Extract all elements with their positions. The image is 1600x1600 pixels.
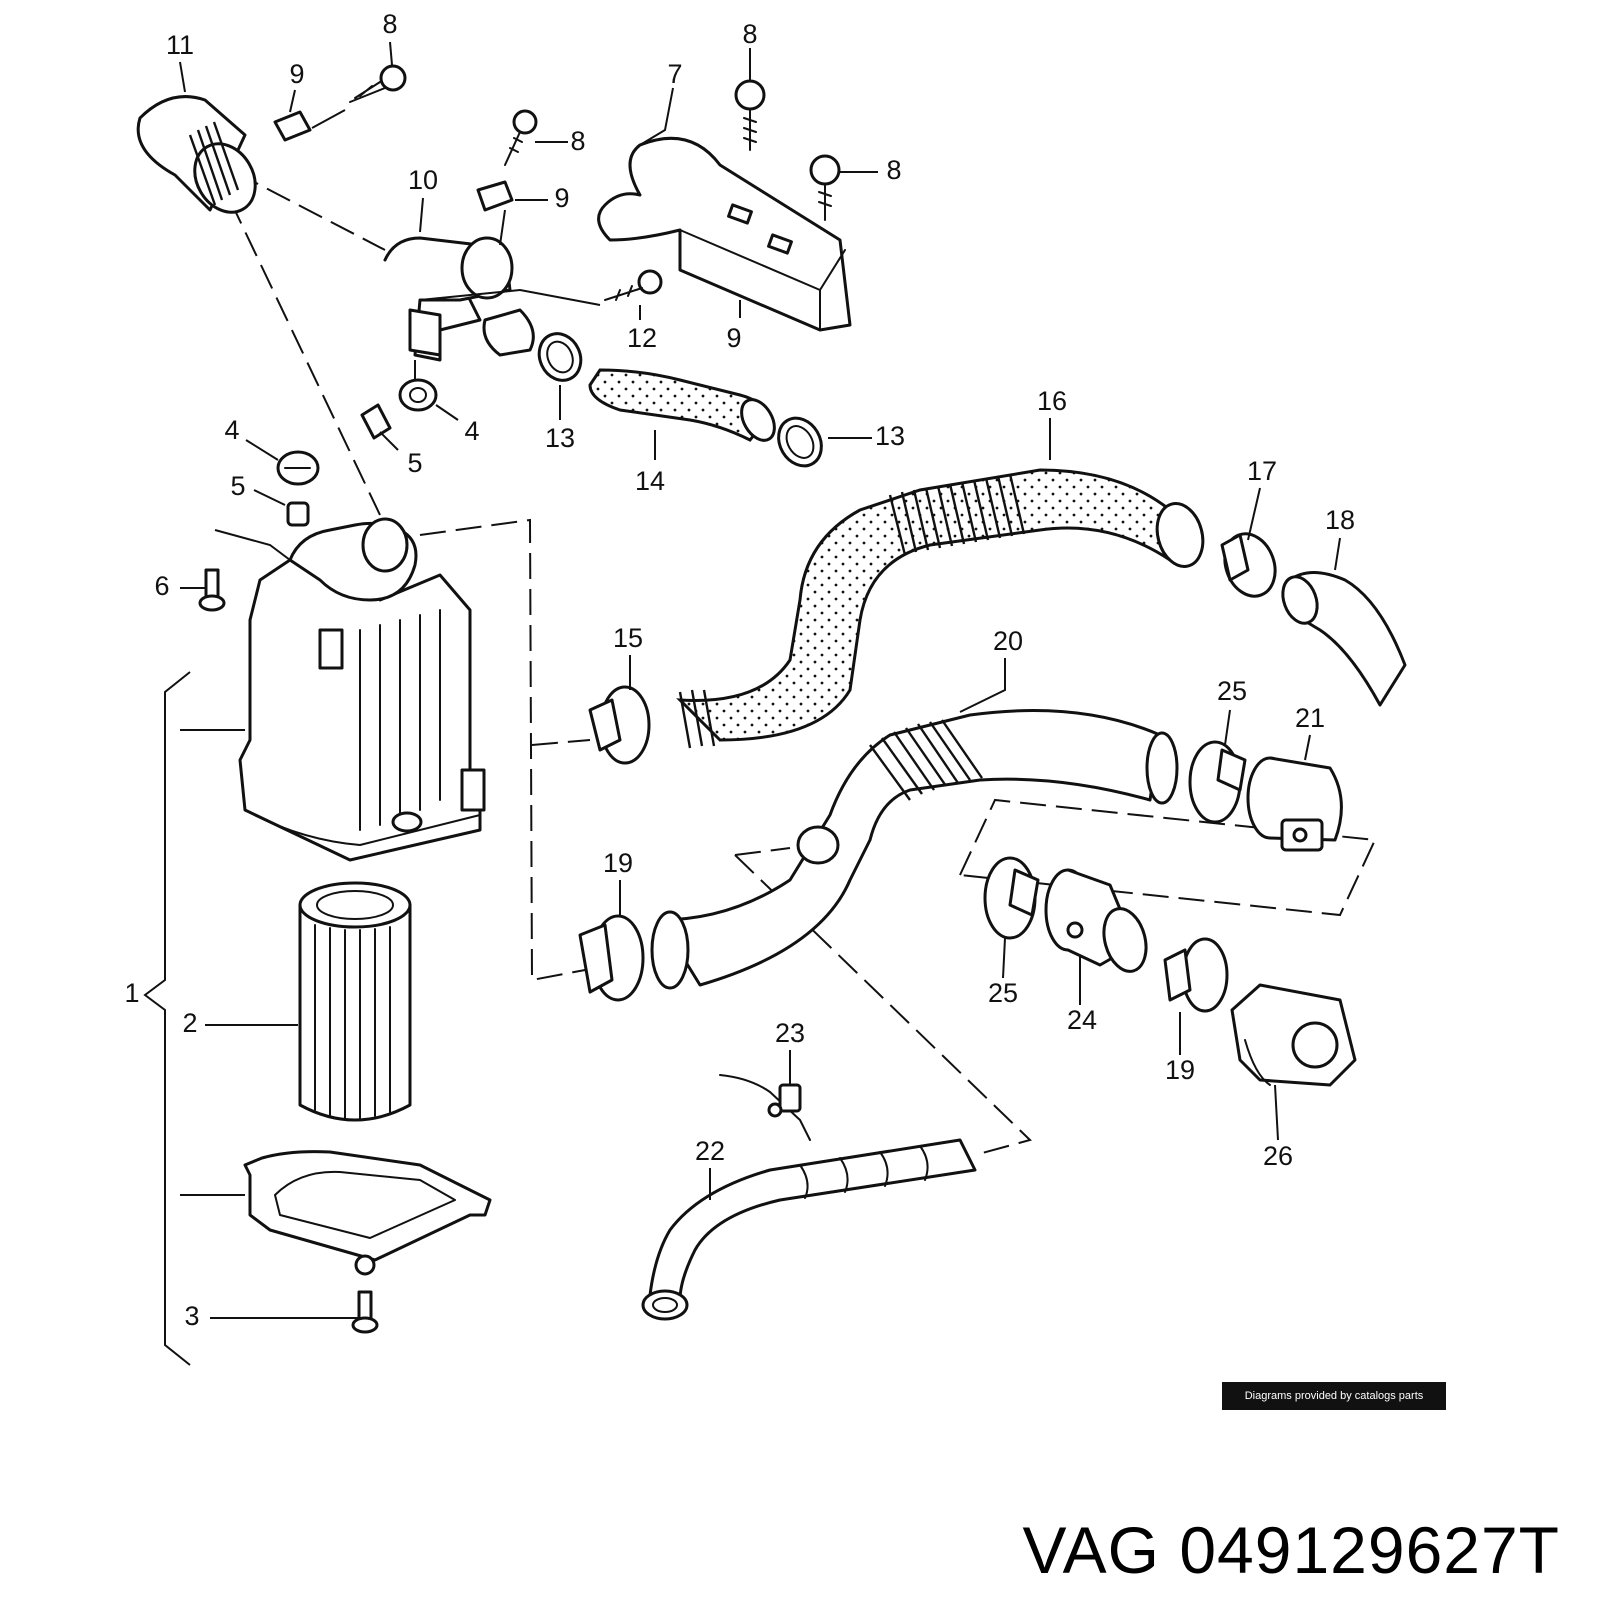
part-16-intake-hose: [676, 468, 1205, 749]
callout-7: 7: [667, 59, 682, 89]
clip-9-middle: [476, 180, 514, 212]
callout-21: 21: [1295, 703, 1325, 733]
callout-14: 14: [635, 466, 665, 496]
air-filter-housing-lower: [243, 1150, 492, 1276]
callout-25: 25: [988, 978, 1018, 1008]
callout-8: 8: [570, 126, 585, 156]
part-11-air-intake-snorkel: [136, 95, 257, 214]
brand-name: VAG: [1022, 1513, 1160, 1587]
diagram-credit-label: Diagrams provided by catalogs parts: [1222, 1382, 1446, 1410]
part-number-caption: VAG 049129627T: [860, 1512, 1560, 1588]
callout-22: 22: [695, 1136, 725, 1166]
callout-8: 8: [382, 9, 397, 39]
part-20-intake-pipe: [650, 709, 1179, 990]
callout-20: 20: [993, 626, 1023, 656]
part-10-pipe-connector: [383, 236, 535, 362]
part-2-air-filter-element: [298, 881, 412, 1122]
screw-12: [604, 269, 663, 301]
part-24-mass-air-flow-housing: [1044, 868, 1148, 973]
clamp-25-lower: [983, 856, 1040, 940]
screw-8-top-middle: [734, 79, 766, 151]
clamp-15: [588, 685, 651, 765]
clamp-17: [1220, 532, 1277, 598]
callout-25: 25: [1217, 676, 1247, 706]
callout-15: 15: [613, 623, 643, 653]
callout-16: 16: [1037, 386, 1067, 416]
callout-10: 10: [408, 165, 438, 195]
callout-6: 6: [154, 571, 169, 601]
callout-8: 8: [742, 19, 757, 49]
callout-5: 5: [407, 448, 422, 478]
spacer-5-upper: [360, 403, 392, 440]
clamp-19-left: [578, 914, 645, 1002]
air-filter-housing-upper: [238, 517, 486, 862]
callout-5: 5: [230, 471, 245, 501]
callout-2: 2: [182, 1008, 197, 1038]
bolt-6: [198, 568, 226, 612]
callout-4: 4: [464, 416, 479, 446]
callout-9: 9: [289, 59, 304, 89]
grommet-4-lower: [276, 450, 320, 486]
callout-23: 23: [775, 1018, 805, 1048]
callout-17: 17: [1247, 456, 1277, 486]
part-21-mass-air-flow-sensor: [1246, 756, 1343, 852]
hose-18: [1281, 571, 1407, 707]
grommet-4-upper: [398, 378, 438, 412]
part-26-throttle-adapter: [1230, 983, 1357, 1087]
part-number: 049129627T: [1179, 1513, 1560, 1587]
callout-3: 3: [184, 1301, 199, 1331]
assembly-dashed-lines: [229, 171, 1377, 1156]
callout-13: 13: [545, 423, 575, 453]
screw-8-middle: [504, 109, 538, 166]
callout-1: 1: [124, 978, 139, 1008]
callout-24: 24: [1067, 1005, 1097, 1035]
bolt-3: [351, 1290, 379, 1334]
spacer-5-lower: [286, 501, 310, 527]
part-22-breather-hose: [641, 1138, 977, 1321]
callout-19: 19: [1165, 1055, 1195, 1085]
callout-9: 9: [554, 183, 569, 213]
leader-lines: [179, 41, 1341, 1319]
clamp-25-upper: [1188, 740, 1247, 824]
callout-12: 12: [627, 323, 657, 353]
callout-13: 13: [875, 421, 905, 451]
callout-8: 8: [886, 155, 901, 185]
callout-9: 9: [726, 323, 741, 353]
clamp-19-right: [1163, 937, 1229, 1013]
screw-8-right: [809, 154, 841, 221]
clamp-13-right: [777, 416, 823, 468]
callout-26: 26: [1263, 1141, 1293, 1171]
clamp-13-left: [537, 332, 583, 382]
screw-8-top-left: [349, 64, 407, 103]
callout-18: 18: [1325, 505, 1355, 535]
part-23-clip: [719, 1074, 811, 1141]
assembly-bracket-1: [143, 671, 191, 1366]
callout-4: 4: [224, 415, 239, 445]
callout-11: 11: [166, 30, 194, 60]
hose-14: [588, 368, 776, 442]
part-7-air-duct: [597, 136, 852, 332]
callout-19: 19: [603, 848, 633, 878]
callout-numbers: 11 8 9 8 7 8 10 9 8 12 9 4 5 13 14 13 16…: [124, 9, 1355, 1331]
clip-9-top-left: [273, 110, 312, 142]
